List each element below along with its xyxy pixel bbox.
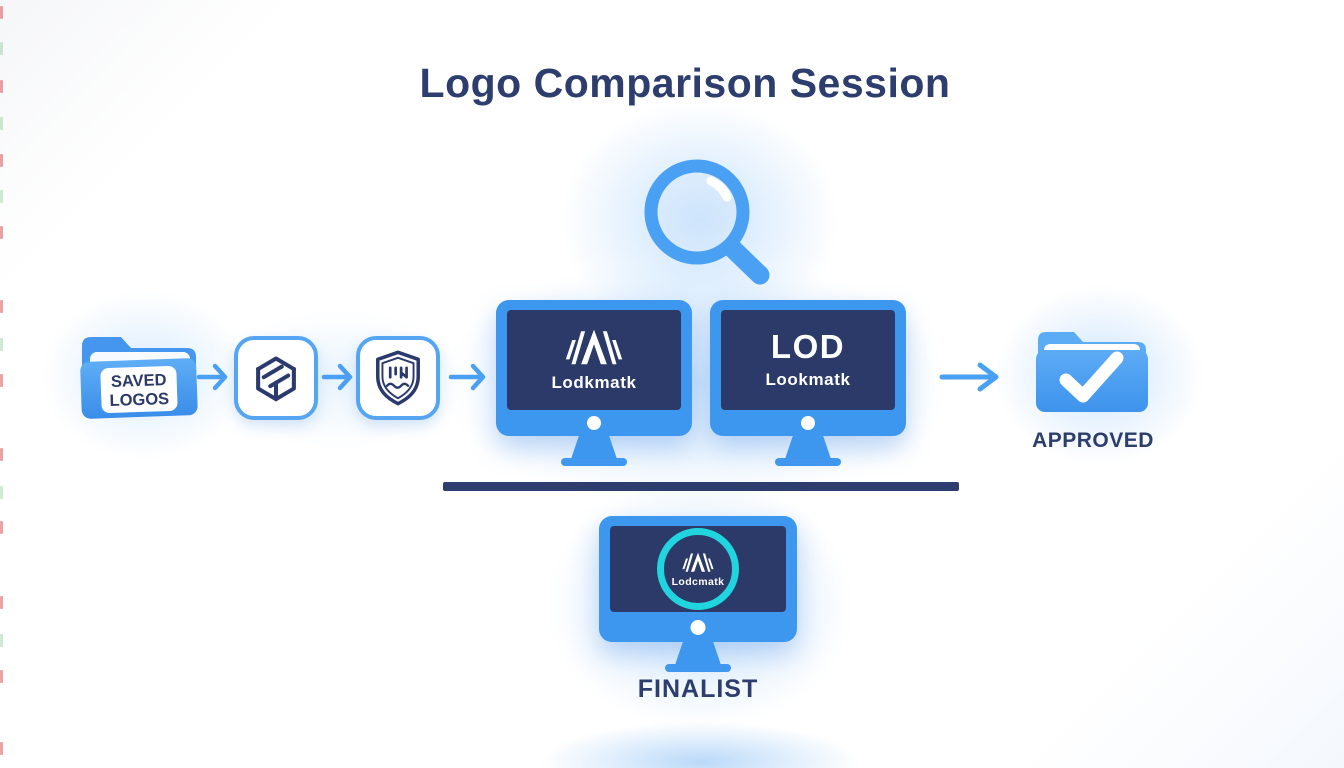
edge-artifact-mark bbox=[0, 154, 3, 167]
edge-artifact-mark bbox=[0, 486, 3, 499]
edge-artifact-mark bbox=[0, 374, 3, 387]
edge-artifact-mark bbox=[0, 338, 3, 351]
divider-line bbox=[443, 482, 959, 491]
edge-artifact-mark bbox=[0, 634, 3, 647]
monitor-frame: Lodcmatk bbox=[599, 516, 797, 642]
monitor-dot bbox=[801, 416, 815, 430]
chevron-a-logo-icon bbox=[565, 327, 623, 366]
chevron-a-logo-icon bbox=[682, 551, 714, 573]
monitor-base bbox=[665, 664, 731, 672]
monitor-stand bbox=[571, 436, 617, 459]
edge-artifact-mark bbox=[0, 448, 3, 461]
saved-folder-label-line2: LOGOS bbox=[109, 390, 169, 410]
logo-tile bbox=[356, 336, 440, 420]
monitor-base bbox=[561, 458, 627, 466]
brand-name: Lodcmatk bbox=[671, 575, 725, 588]
approved-folder-icon bbox=[1036, 332, 1148, 412]
saved-folder-label-line1: SAVED bbox=[111, 371, 167, 391]
lod-wordmark: LOD bbox=[770, 328, 846, 365]
edge-artifact-mark bbox=[0, 670, 3, 683]
magnifying-glass-icon bbox=[632, 148, 792, 308]
edge-artifact-mark bbox=[0, 596, 3, 609]
edge-artifact-mark bbox=[0, 521, 3, 534]
arrow-right-icon bbox=[448, 363, 486, 391]
edge-artifact-mark bbox=[0, 226, 3, 239]
edge-artifact-mark bbox=[0, 42, 3, 55]
page-title: Logo Comparison Session bbox=[419, 60, 951, 106]
approved-caption: APPROVED bbox=[1032, 429, 1154, 452]
teal-ring-highlight: Lodcmatk bbox=[657, 528, 739, 610]
edge-artifact-mark bbox=[0, 6, 3, 19]
hexagon-cube-logo-icon bbox=[250, 352, 302, 404]
compare-monitor-right: LOD Lookmatk bbox=[710, 300, 906, 466]
edge-artifact-mark bbox=[0, 190, 3, 203]
monitor-stand bbox=[675, 642, 721, 665]
checkmark-icon bbox=[1059, 351, 1124, 403]
monitor-dot bbox=[690, 620, 706, 635]
monitor-screen: Lodkmatk bbox=[507, 310, 681, 410]
brand-name: Lookmatk bbox=[765, 370, 851, 389]
glow-bottom-edge bbox=[540, 722, 860, 768]
monitor-screen: Lodcmatk bbox=[610, 526, 786, 612]
monitor-stand bbox=[785, 436, 831, 459]
finalist-monitor: Lodcmatk bbox=[599, 516, 797, 672]
edge-artifact-mark bbox=[0, 742, 3, 755]
monitor-base bbox=[775, 458, 841, 466]
arrow-right-icon bbox=[939, 362, 999, 392]
saved-logos-folder-icon: SAVED LOGOS bbox=[80, 337, 198, 419]
logo-tile bbox=[234, 336, 318, 420]
edge-artifact-mark bbox=[0, 80, 3, 93]
monitor-dot bbox=[587, 416, 601, 430]
monitor-frame: LOD Lookmatk bbox=[710, 300, 906, 436]
edge-artifact-mark bbox=[0, 300, 3, 313]
shield-crest-logo-icon bbox=[373, 350, 423, 406]
monitor-screen: LOD Lookmatk bbox=[721, 310, 895, 410]
edge-artifact-mark bbox=[0, 117, 3, 130]
monitor-frame: Lodkmatk bbox=[496, 300, 692, 436]
compare-monitor-left: Lodkmatk bbox=[496, 300, 692, 466]
brand-name: Lodkmatk bbox=[551, 373, 637, 392]
arrow-right-icon bbox=[196, 363, 228, 391]
arrow-right-icon bbox=[321, 363, 353, 391]
finalist-caption: FINALIST bbox=[637, 675, 759, 703]
